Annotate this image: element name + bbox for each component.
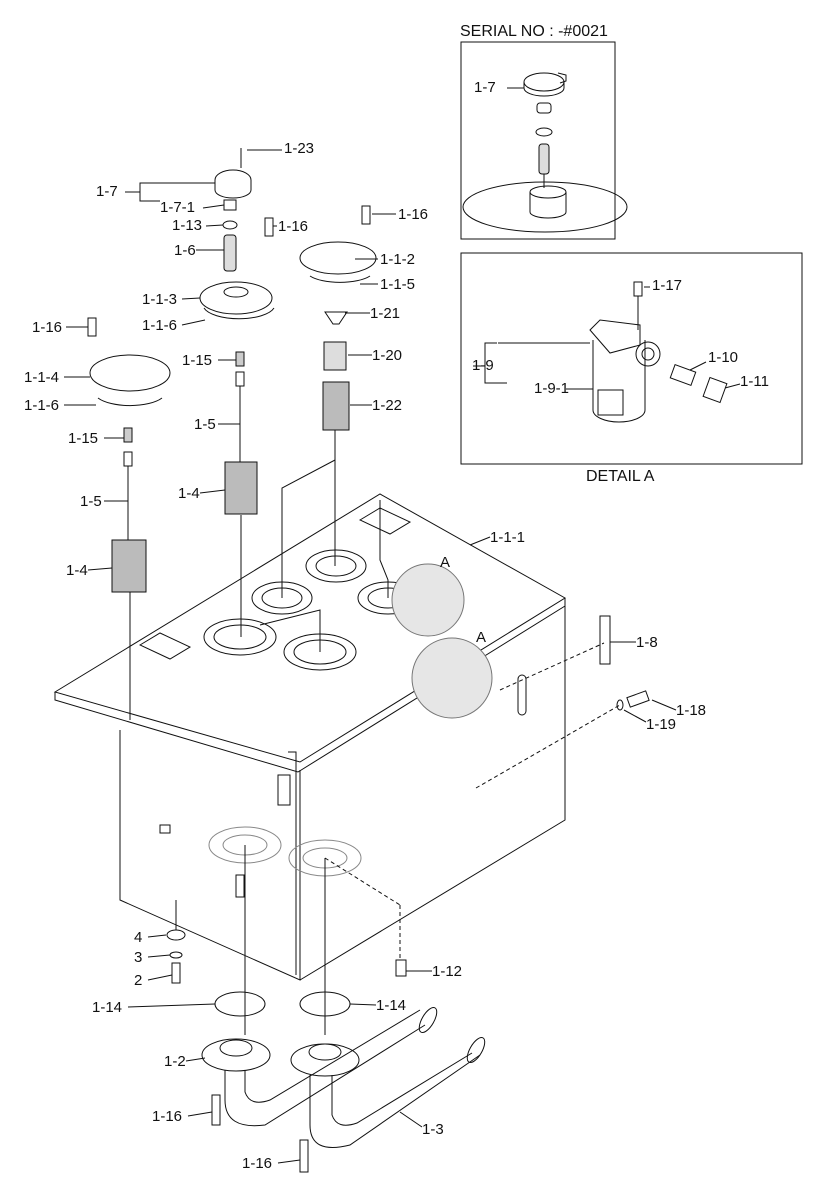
part-label: 1-22 (372, 397, 403, 414)
detail-marker-a: A (440, 554, 451, 571)
part-label: 1-16 (32, 319, 63, 336)
detail-title: DETAIL A (586, 468, 655, 485)
detail-a-frame (460, 252, 803, 465)
part-label: 1-4 (66, 562, 88, 579)
part-label: 1-1-3 (142, 291, 178, 308)
part-label: 1-15 (182, 352, 213, 369)
part-label: 1-21 (370, 305, 401, 322)
part-label: 1-5 (194, 416, 216, 433)
part-label: 1-1-6 (142, 317, 178, 334)
part-label: 1-16 (152, 1108, 183, 1125)
part-label: 1-15 (68, 430, 99, 447)
part-label: 1-1-5 (380, 276, 416, 293)
leader-lines (64, 182, 677, 1164)
part-label: 1-18 (676, 702, 707, 719)
part-label: 1-3 (422, 1121, 444, 1138)
part-label: 1-23 (284, 140, 315, 157)
part-label: 1-10 (708, 349, 739, 366)
exploded-parts (87, 148, 650, 1173)
inset-parts (462, 72, 628, 233)
part-label: 1-17 (652, 277, 683, 294)
part-label: 1-16 (398, 206, 429, 223)
part-label: 1-16 (242, 1155, 273, 1172)
dashed-leaders (324, 642, 621, 960)
part-label: 1-13 (172, 217, 203, 234)
part-label: 1-9-1 (534, 380, 570, 397)
part-label: 1-12 (432, 963, 463, 980)
part-label: 1-7-1 (160, 199, 196, 216)
hydraulic-tank (53, 493, 566, 981)
part-label: 1-14 (92, 999, 123, 1016)
part-label: 1-1-2 (380, 251, 416, 268)
part-label: 1-16 (278, 218, 309, 235)
part-label: 1-20 (372, 347, 403, 364)
part-label: 1-1-1 (490, 529, 526, 546)
part-label: 1-1-6 (24, 397, 60, 414)
part-label: 1-7 (474, 79, 496, 96)
part-label: 4 (134, 929, 143, 946)
serial-inset-frame (460, 41, 616, 240)
center-lines (129, 430, 389, 1035)
part-label: 1-6 (174, 242, 196, 259)
part-label: 1-5 (80, 493, 102, 510)
serial-note: SERIAL NO : -#0021 (460, 23, 608, 40)
part-label: 2 (134, 972, 143, 989)
detail-a-parts (473, 281, 741, 423)
part-label: 1-1-4 (24, 369, 60, 386)
detail-marker-a: A (476, 629, 487, 646)
part-label: 1-4 (178, 485, 200, 502)
part-label: 3 (134, 949, 143, 966)
part-label: 1-11 (740, 373, 769, 390)
part-label: 1-9 (472, 357, 494, 374)
part-label: 1-14 (376, 997, 407, 1014)
part-label: 1-7 (96, 183, 118, 200)
part-label: 1-8 (636, 634, 658, 651)
part-label: 1-19 (646, 716, 677, 733)
part-label: 1-2 (164, 1053, 186, 1070)
